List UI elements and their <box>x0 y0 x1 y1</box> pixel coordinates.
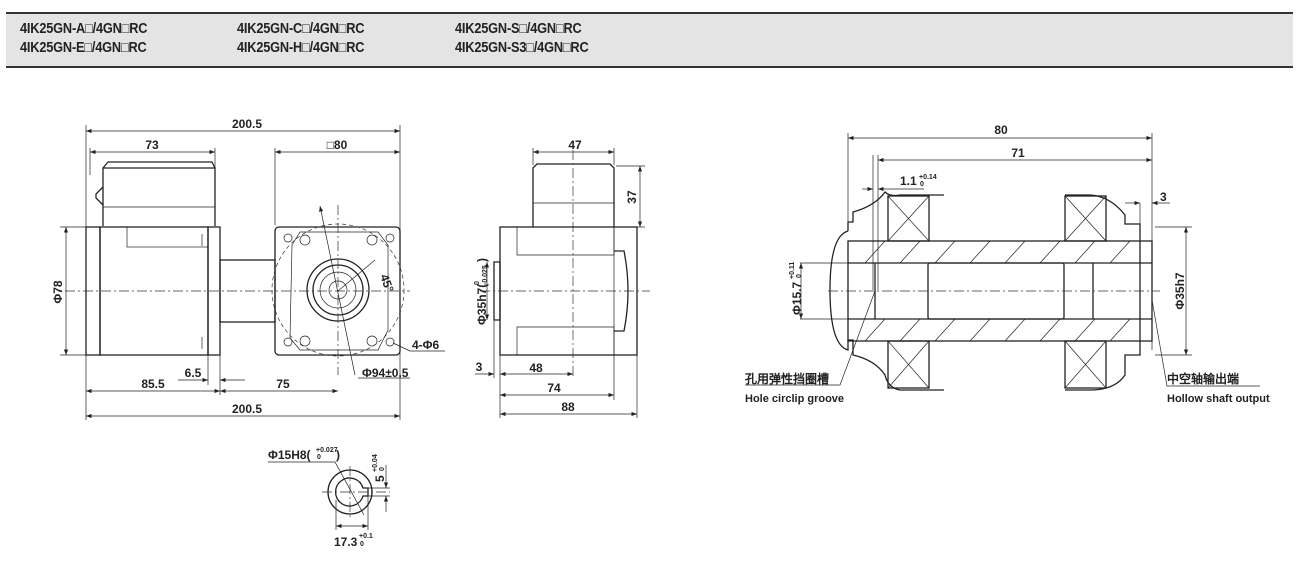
key-tol-upper: +0.04 <box>372 454 379 472</box>
bore-text: Φ15.7 <box>790 281 804 315</box>
model-label: 4IK25GN-H□/4GN□RC <box>237 40 365 56</box>
dim-gear-length: 75 <box>276 377 290 391</box>
label-groove-en: Hole circlip groove <box>745 393 844 405</box>
dim-center: 48 <box>529 361 543 375</box>
groove-tol-upper: +0.14 <box>919 174 937 181</box>
bore-detail: Φ15H8( +0.027 0 ) 5 +0.04 0 17.3 +0.1 0 <box>268 447 390 549</box>
bore-label: Φ15H8( <box>268 448 311 462</box>
shaft-dia-text: Φ35h7( <box>475 284 489 325</box>
dim-holes: 4-Φ6 <box>412 338 440 352</box>
model-header: 4IK25GN-A□/4GN□RC 4IK25GN-E□/4GN□RC 4IK2… <box>6 12 1293 68</box>
dim-inner-length: 71 <box>1011 146 1025 160</box>
model-label: 4IK25GN-S3□/4GN□RC <box>455 40 589 56</box>
key-text: 5 <box>373 475 387 482</box>
dim-box-height: 37 <box>625 190 639 204</box>
dim-bore: Φ15.7 +0.11 0 <box>789 262 804 315</box>
dim-outer: Φ35h7 <box>1173 272 1187 310</box>
key-dim: 5 +0.04 0 <box>372 454 387 482</box>
bore-tol-upper: +0.027 <box>316 447 338 454</box>
bore-close: ) <box>336 448 340 462</box>
model-label: 4IK25GN-A□/4GN□RC <box>20 21 148 37</box>
dim-motor-length: 85.5 <box>141 377 165 391</box>
dim-box-width: 47 <box>568 138 582 152</box>
label-groove-cn: 孔用弹性挡圈槽 <box>745 371 829 386</box>
dim-shaft-diameter: Φ35h7( 0 -0.025 ) <box>474 258 489 325</box>
bore-tol-upper: +0.11 <box>789 262 796 279</box>
dim-terminal-box: 73 <box>145 138 159 152</box>
shaft-section: 80 71 1.1 +0.14 0 3 Φ15.7 +0.11 0 Φ35h7 … <box>745 123 1270 405</box>
side-view: 47 37 Φ35h7( 0 -0.025 ) 3 48 74 88 <box>474 138 650 418</box>
key-depth-tol-upper: +0.1 <box>359 533 373 540</box>
shaft-tol-lower: -0.025 <box>482 265 489 285</box>
dim-gap: 6.5 <box>185 366 202 380</box>
dim-length: 80 <box>994 123 1008 137</box>
dim-body: 74 <box>547 381 561 395</box>
dim-flange-square: □80 <box>327 138 348 152</box>
key-depth: 17.3 <box>334 535 358 549</box>
shaft-tol-upper: 0 <box>474 281 481 285</box>
dim-pcd: Φ94±0.5 <box>362 366 409 380</box>
dim-overall: 88 <box>561 400 575 414</box>
groove-tol-lower: 0 <box>920 181 924 188</box>
dim-overall-bottom: 200.5 <box>232 402 262 416</box>
label-output-en: Hollow shaft output <box>1167 393 1270 405</box>
bore-tol-lower: 0 <box>317 454 321 461</box>
model-label: 4IK25GN-C□/4GN□RC <box>237 21 365 37</box>
label-output-cn: 中空轴输出端 <box>1167 371 1239 386</box>
model-label: 4IK25GN-E□/4GN□RC <box>20 40 147 56</box>
dim-offset: 3 <box>476 360 483 374</box>
bore-tol-lower: 0 <box>796 274 803 278</box>
key-tol-lower: 0 <box>379 467 386 471</box>
dim-overall-top: 200.5 <box>232 117 262 131</box>
dim-diameter: Φ78 <box>51 280 65 304</box>
dim-angle: 45° <box>377 272 396 294</box>
dim-groove: 1.1 <box>900 174 917 188</box>
key-depth-tol-lower: 0 <box>360 541 364 548</box>
model-label: 4IK25GN-S□/4GN□RC <box>455 21 582 37</box>
dim-step: 3 <box>1160 190 1167 204</box>
shaft-dia-close: ) <box>475 258 489 262</box>
front-view: 200.5 73 □80 Φ78 6.5 85.5 75 200.5 4-Φ6 … <box>51 117 445 420</box>
